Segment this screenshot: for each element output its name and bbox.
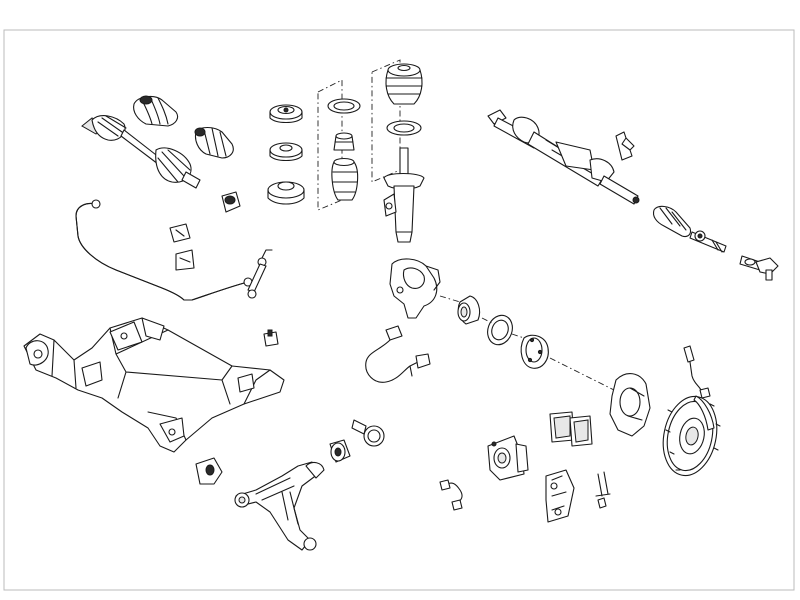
knuckle-icon (389, 258, 441, 319)
clip-icon (263, 329, 279, 347)
tie-rod-end-icon (739, 255, 779, 281)
bump-stop-icon (333, 132, 355, 151)
brake-hose-icon (683, 345, 711, 399)
clip-icon (595, 471, 611, 509)
bearing-icon (269, 142, 303, 162)
shock-absorber-icon (383, 147, 425, 243)
subframe-icon (23, 317, 285, 453)
assembly-guide-line (317, 79, 343, 211)
bushing-icon (221, 191, 241, 213)
bushing-icon (175, 249, 195, 271)
strut-mount-icon (269, 104, 303, 124)
sensor-icon (439, 479, 463, 511)
ring-icon (386, 120, 422, 136)
brake-disc-icon (662, 395, 721, 477)
clamp-icon (351, 419, 385, 447)
axle-guide-line (439, 295, 615, 391)
stabilizer-bar-icon (75, 199, 253, 301)
bearing-icon (457, 295, 481, 325)
cv-boot-icon (194, 126, 234, 159)
hub-icon (520, 334, 549, 369)
brake-caliper-icon (487, 435, 529, 481)
splash-shield-icon (609, 373, 651, 437)
steering-rack-icon (487, 109, 640, 205)
cv-boot-icon (133, 95, 179, 127)
bushing-icon (329, 439, 351, 463)
boot-icon (652, 205, 692, 238)
bracket-icon (195, 457, 223, 485)
boot-icon (385, 63, 423, 105)
boot-icon (331, 157, 359, 201)
brake-pads-icon (549, 411, 593, 447)
tie-rod-icon (689, 230, 727, 253)
sensor-icon (365, 325, 431, 383)
bushing-icon (169, 223, 191, 243)
frame-border (3, 29, 795, 591)
strut-mount-icon (267, 181, 305, 205)
link-icon (247, 249, 273, 299)
drive-shaft-icon (81, 115, 201, 189)
bracket-icon (545, 469, 575, 523)
ring-icon (487, 314, 513, 346)
control-arm-icon (234, 461, 325, 551)
ring-icon (327, 98, 361, 114)
